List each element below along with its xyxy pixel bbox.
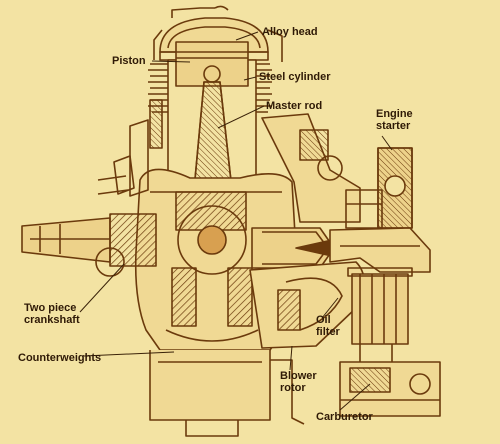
label-oil-filter: Oil filter [316, 314, 340, 338]
rear-case [251, 113, 361, 269]
blower-rotor-housing [249, 261, 365, 349]
front-valve-gear [97, 99, 163, 197]
label-engine-starter: Engine starter [376, 108, 413, 132]
label-two-piece-crankshaft: Two piece crankshaft [24, 302, 80, 326]
propeller-shaft [21, 213, 157, 277]
intake-duct [329, 227, 431, 273]
label-counterweights: Counterweights [18, 352, 102, 364]
label-carburetor: Carburetor [316, 411, 373, 423]
label-engine-starter-line2: starter [376, 120, 411, 132]
sump [149, 350, 305, 437]
label-blower-line1: Blower [280, 370, 317, 382]
label-engine-starter-line1: Engine [376, 108, 413, 120]
leader-lines [79, 31, 393, 411]
label-oil-filter-line2: filter [316, 326, 340, 338]
label-master-rod: Master rod [266, 100, 323, 112]
label-two-piece-line2: crankshaft [24, 314, 80, 326]
label-two-piece-line1: Two piece [24, 302, 77, 314]
label-oil-filter-line1: Oil [316, 314, 331, 326]
label-blower-line2: rotor [280, 382, 306, 394]
carburetor-unit [339, 344, 441, 417]
engine-starter-unit [345, 147, 413, 229]
oil-filter-unit [347, 267, 413, 345]
label-blower-rotor: Blower rotor [280, 370, 317, 394]
counterweights [165, 267, 259, 342]
label-alloy-head: Alloy head [262, 26, 318, 38]
piston [175, 41, 249, 87]
label-steel-cylinder: Steel cylinder [259, 71, 331, 83]
label-piston: Piston [112, 55, 146, 67]
